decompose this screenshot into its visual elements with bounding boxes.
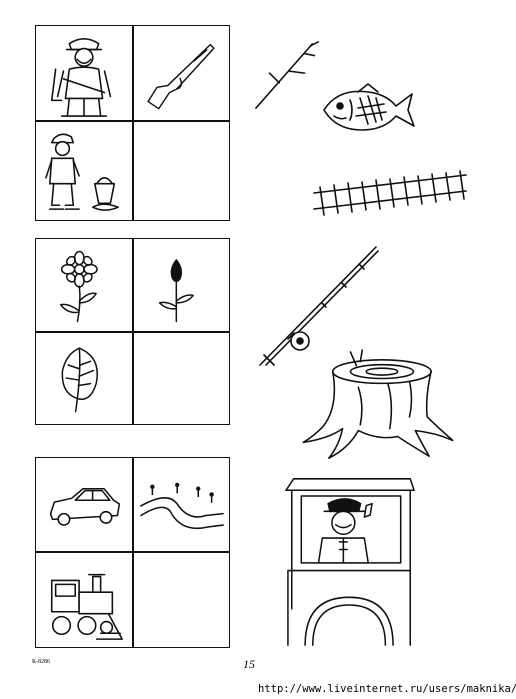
open-flower-picture xyxy=(59,250,98,323)
grid-hunter-fisherman xyxy=(35,25,230,221)
winding-road-picture xyxy=(140,482,224,530)
source-watermark: http://www.liveinternet.ru/users/maknika… xyxy=(258,683,516,695)
fish-picture xyxy=(323,83,415,131)
leaf-picture xyxy=(61,347,98,413)
page-number: 15 xyxy=(243,657,255,671)
fishing-rod-picture xyxy=(259,246,379,366)
railway-track-picture xyxy=(313,170,467,216)
rifle-picture xyxy=(147,43,215,110)
print-code: К-8286 xyxy=(32,659,50,665)
twig-picture xyxy=(255,41,320,109)
hunter-picture xyxy=(50,38,112,117)
fisherman-picture xyxy=(45,133,120,211)
train-driver-in-cab-picture xyxy=(285,478,415,646)
flower-bud-picture xyxy=(158,259,194,323)
steam-locomotive-picture xyxy=(50,573,123,640)
tree-stump-picture xyxy=(302,349,454,459)
grid-car-road-train xyxy=(35,457,230,648)
grid-flower-leaf xyxy=(35,238,230,425)
car-picture xyxy=(49,487,121,526)
